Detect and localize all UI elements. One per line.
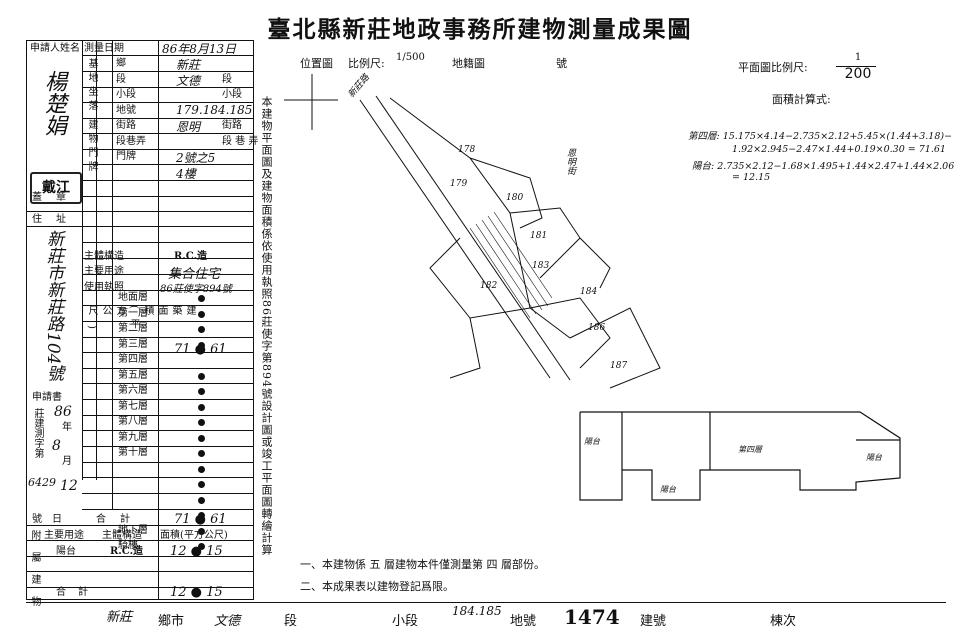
- floor-label: 第六層: [118, 385, 148, 396]
- floor-label: 第十層: [118, 447, 148, 458]
- area-dot: [198, 326, 205, 333]
- struct-value: R.C.造: [174, 251, 208, 262]
- row-value: 179.184.185: [176, 102, 253, 117]
- area-dot: [198, 496, 205, 504]
- floor-label: 第九層: [118, 431, 148, 443]
- area-dot: [198, 481, 205, 488]
- applicant-name: 楊楚娟: [41, 70, 66, 136]
- area-dot: [198, 465, 205, 473]
- seal-label: 蓋章: [32, 192, 80, 203]
- row-key: 鄉: [116, 58, 126, 69]
- row-key: 段巷弄: [116, 135, 146, 147]
- license-label: 使用執照: [84, 282, 124, 293]
- floor-label: 第五層: [118, 369, 148, 381]
- applicant-address: 新莊市新莊路104號: [43, 230, 63, 382]
- row-key: 街路: [116, 120, 136, 131]
- svg-text:186: 186: [588, 323, 605, 333]
- svg-text:新莊路: 新莊路: [346, 71, 372, 100]
- survey-date: 86年8月13日: [162, 42, 237, 56]
- usage-label: 主要用途: [84, 266, 124, 277]
- floor-label: 第四層: [118, 354, 148, 365]
- row-key: 地號: [116, 104, 136, 116]
- svg-text:183: 183: [532, 261, 549, 271]
- svg-text:陽台: 陽台: [584, 437, 601, 446]
- license-value: 86莊使字894號: [160, 280, 232, 295]
- floor-label: 第一層: [118, 307, 148, 319]
- calc-line-1: 第四層: 15.175×4.14−2.735×2.12+5.45×(1.44+3…: [688, 131, 953, 142]
- row-key: 門牌: [116, 151, 136, 162]
- area-dot: [198, 419, 205, 426]
- note-1: 一、本建物係 五 層建物本件僅測量第 四 層部份。: [300, 558, 545, 571]
- floor-label: 第八層: [118, 416, 148, 427]
- svg-text:182: 182: [480, 281, 497, 291]
- svg-text:第四層: 第四層: [738, 445, 763, 454]
- location-map: 新莊路 178 179 180 181 183 182 184 186 187 …: [284, 71, 661, 389]
- floor-label: 騎樓: [118, 540, 138, 551]
- area-dot: [198, 527, 205, 535]
- area-dot: [198, 310, 205, 318]
- floor-plan: 陽台 第四層 陽台 陽台: [579, 411, 901, 501]
- svg-text:陽台: 陽台: [866, 453, 883, 462]
- floor-label: 第三層: [118, 338, 148, 350]
- page-title: 臺北縣新莊地政事務所建物測量成果圖: [267, 17, 693, 43]
- address-label: 住址: [32, 214, 80, 225]
- row-value: 新莊: [176, 58, 201, 72]
- side-note: 本建物平面圖及建物面積係依使用執照86莊使字第894號設計圖或竣工平面圖轉繪計算: [260, 96, 273, 556]
- applicant-label: 申請人姓名: [30, 43, 80, 54]
- row-key: 段: [116, 73, 126, 85]
- row-value: 恩明: [176, 120, 201, 134]
- svg-text:178: 178: [458, 145, 475, 155]
- area-dot: [198, 341, 205, 349]
- plan-scale: 200: [844, 66, 872, 82]
- floor-label: 第二層: [118, 323, 148, 334]
- row-value: 2號之5: [176, 151, 216, 165]
- attach-label: 附屬建物: [29, 530, 40, 618]
- floor-label: 地下層: [118, 524, 148, 536]
- floor-label: 第七層: [118, 400, 148, 412]
- location-scale: 1/500: [396, 52, 425, 63]
- lot-number: 1474: [564, 605, 620, 629]
- area-dot: [198, 512, 205, 519]
- total-value: 71 ● 61: [174, 512, 227, 527]
- struct-label: 主體構造: [84, 251, 124, 262]
- floor-label: 地面層: [118, 292, 148, 303]
- svg-text:181: 181: [530, 231, 547, 241]
- area-dot: [198, 543, 205, 550]
- area-dot: [198, 434, 205, 442]
- svg-text:180: 180: [506, 193, 523, 203]
- svg-text:179: 179: [450, 179, 467, 189]
- area-dot: [198, 295, 205, 302]
- floor4-area: 71 ● 61: [174, 342, 227, 357]
- location-label: 位置圖: [300, 57, 333, 70]
- area-dot: [198, 388, 205, 395]
- row-value: 文德: [176, 73, 201, 88]
- svg-text:陽台: 陽台: [660, 485, 677, 494]
- area-dot: [198, 450, 205, 457]
- area-dot: [198, 403, 205, 411]
- applicant-seal: 戴江: [30, 172, 82, 204]
- app-label: 申請書: [32, 392, 62, 403]
- survey-date-label: 測量日期: [84, 43, 124, 54]
- svg-text:187: 187: [610, 361, 627, 371]
- svg-text:184: 184: [580, 287, 597, 297]
- note-2: 二、本成果表以建物登記爲限。: [300, 580, 454, 593]
- total-label: 合計: [96, 514, 144, 525]
- area-dot: [198, 372, 205, 380]
- svg-text:恩明街: 恩明街: [565, 148, 576, 175]
- row-key: 小段: [116, 89, 136, 100]
